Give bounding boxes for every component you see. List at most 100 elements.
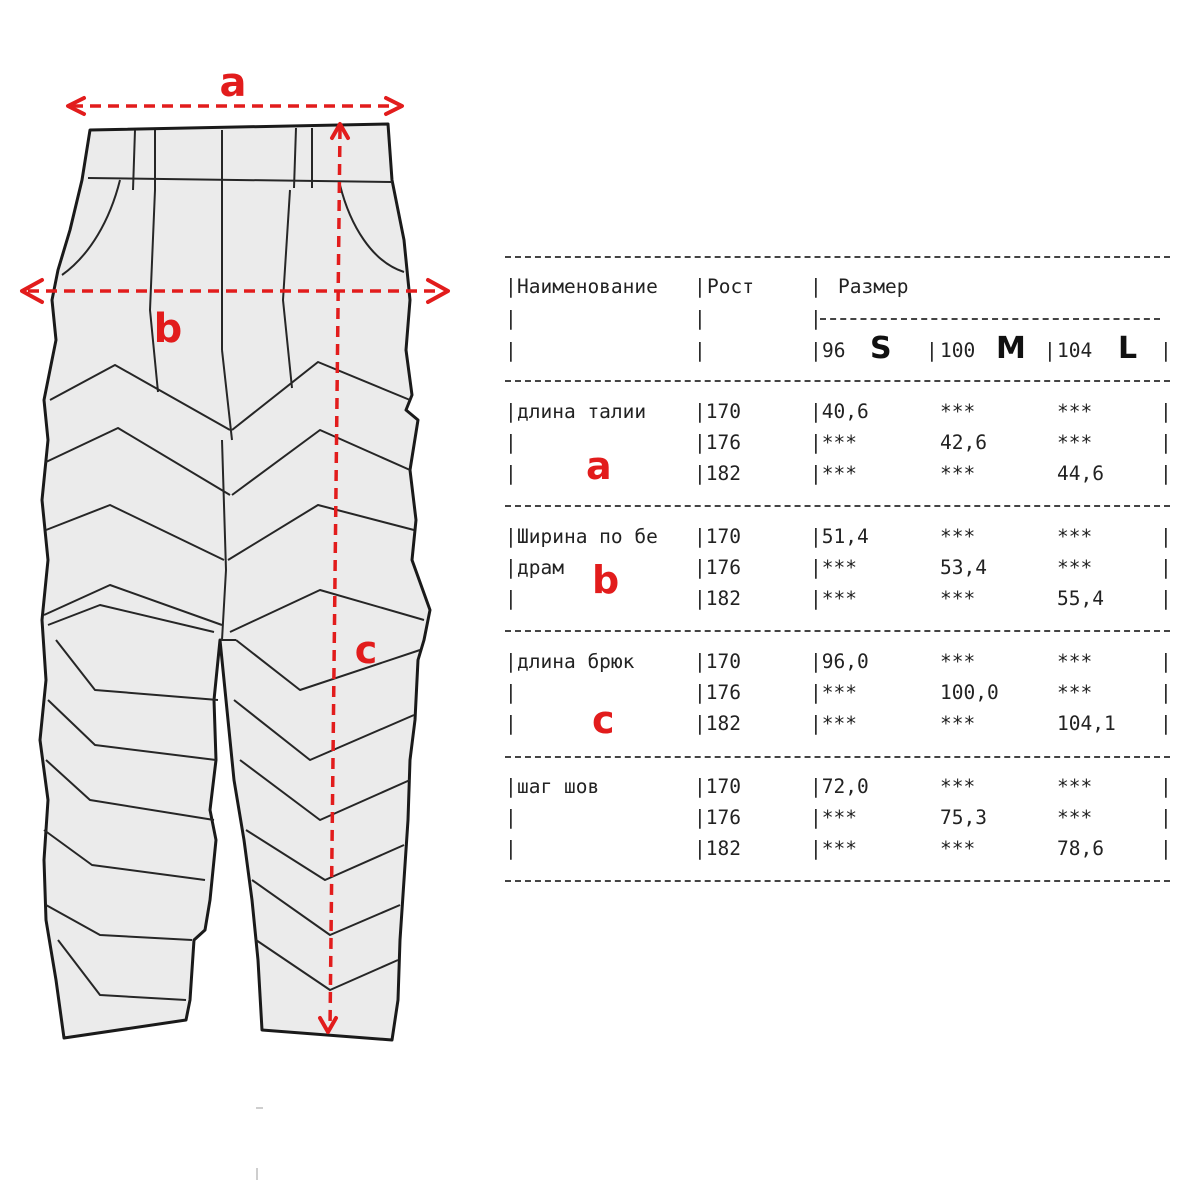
- col-sep: |: [694, 275, 706, 298]
- value-cell: 44,6: [1057, 462, 1104, 485]
- col-sep: |: [694, 339, 706, 362]
- col-sep: |: [810, 307, 822, 330]
- height-cell: |176: [694, 806, 741, 829]
- col-sep: |: [1160, 339, 1172, 362]
- header-height: Рост: [707, 275, 754, 298]
- value-cell: |***: [810, 806, 857, 829]
- table-rule: [505, 630, 1170, 632]
- value-cell: 53,4: [940, 556, 987, 579]
- pocket-right: [339, 184, 405, 273]
- col-sep: |: [1160, 400, 1172, 423]
- value-cell: 42,6: [940, 431, 987, 454]
- col-sep: |: [1160, 712, 1172, 735]
- table-rule-bottom: [505, 880, 1170, 882]
- col-sep: |: [1160, 462, 1172, 485]
- value-cell: 55,4: [1057, 587, 1104, 610]
- measure-b-line: [20, 278, 450, 304]
- value-cell: ***: [1057, 525, 1093, 548]
- height-cell: |176: [694, 556, 741, 579]
- col-sep: |: [1160, 431, 1172, 454]
- value-cell: |***: [810, 712, 857, 735]
- measure-c-line: [318, 122, 350, 1034]
- value-cell: ***: [940, 712, 976, 735]
- col-sep: |: [694, 307, 706, 330]
- belt-loop-right: [293, 127, 313, 189]
- value-cell: |51,4: [810, 525, 869, 548]
- row-marker-b: b: [592, 558, 620, 602]
- col-sep: |: [505, 307, 517, 330]
- row-name: шаг шов: [517, 775, 600, 798]
- col-sep: |: [1160, 650, 1172, 673]
- sketch-label-b: b: [154, 306, 183, 352]
- col-sep: |: [505, 525, 517, 548]
- row-marker-a: a: [586, 444, 612, 488]
- value-cell: |96,0: [810, 650, 869, 673]
- size-letter-l: L: [1118, 331, 1138, 366]
- size-num-l: 104: [1057, 339, 1093, 362]
- value-cell: |***: [810, 837, 857, 860]
- col-sep: |: [1160, 775, 1172, 798]
- value-cell: |***: [810, 462, 857, 485]
- value-cell: 100,0: [940, 681, 999, 704]
- value-cell: ***: [1057, 681, 1093, 704]
- col-sep: |: [505, 462, 517, 485]
- col-sep: |: [926, 339, 938, 362]
- col-sep: |: [1160, 681, 1172, 704]
- col-sep: |: [1160, 587, 1172, 610]
- size-letter-s: S: [870, 331, 892, 366]
- value-cell: |40,6: [810, 400, 869, 423]
- waistband-seam: [87, 177, 393, 183]
- chevron-panels-right: [227, 361, 425, 991]
- col-sep: |: [505, 400, 517, 423]
- col-sep: |: [505, 339, 517, 362]
- value-cell: |72,0: [810, 775, 869, 798]
- value-cell: ***: [940, 775, 976, 798]
- col-sep: |: [505, 837, 517, 860]
- col-sep: |: [810, 339, 822, 362]
- pocket-left: [61, 179, 121, 276]
- col-sep: |: [505, 275, 517, 298]
- height-cell: |170: [694, 525, 741, 548]
- value-cell: |***: [810, 556, 857, 579]
- col-sep: |: [1044, 339, 1056, 362]
- value-cell: ***: [940, 837, 976, 860]
- header-size: Размер: [838, 275, 909, 298]
- value-cell: 78,6: [1057, 837, 1104, 860]
- value-cell: |***: [810, 587, 857, 610]
- value-cell: ***: [1057, 806, 1093, 829]
- height-cell: |170: [694, 775, 741, 798]
- size-num-m: 100: [940, 339, 976, 362]
- height-cell: |170: [694, 400, 741, 423]
- height-cell: |182: [694, 837, 741, 860]
- row-name: драм: [517, 556, 564, 579]
- col-sep: |: [505, 681, 517, 704]
- inseam: [221, 439, 236, 641]
- value-cell: ***: [940, 400, 976, 423]
- pants-outline: [38, 122, 432, 1042]
- value-cell: ***: [1057, 775, 1093, 798]
- col-sep: |: [505, 556, 517, 579]
- height-cell: |182: [694, 587, 741, 610]
- sketch-label-c: c: [355, 628, 378, 672]
- chevron-panels-left: [43, 364, 231, 1001]
- height-cell: |176: [694, 681, 741, 704]
- row-name: длина брюк: [517, 650, 635, 673]
- col-sep: |: [505, 712, 517, 735]
- col-sep: |: [505, 650, 517, 673]
- col-sep: |: [505, 806, 517, 829]
- table-rule-top: [505, 256, 1170, 258]
- row-name: Ширина по бе: [517, 525, 658, 548]
- size-num-s: 96: [822, 339, 846, 362]
- table-rule: [505, 756, 1170, 758]
- value-cell: ***: [1057, 431, 1093, 454]
- header-name: Наименование: [517, 275, 658, 298]
- size-letter-m: M: [996, 331, 1026, 366]
- table-rule: [505, 505, 1170, 507]
- row-name: длина талии: [517, 400, 647, 423]
- value-cell: ***: [940, 462, 976, 485]
- value-cell: 75,3: [940, 806, 987, 829]
- col-sep: |: [1160, 837, 1172, 860]
- dart-left: [149, 189, 159, 393]
- col-sep: |: [505, 775, 517, 798]
- col-sep: |: [1160, 525, 1172, 548]
